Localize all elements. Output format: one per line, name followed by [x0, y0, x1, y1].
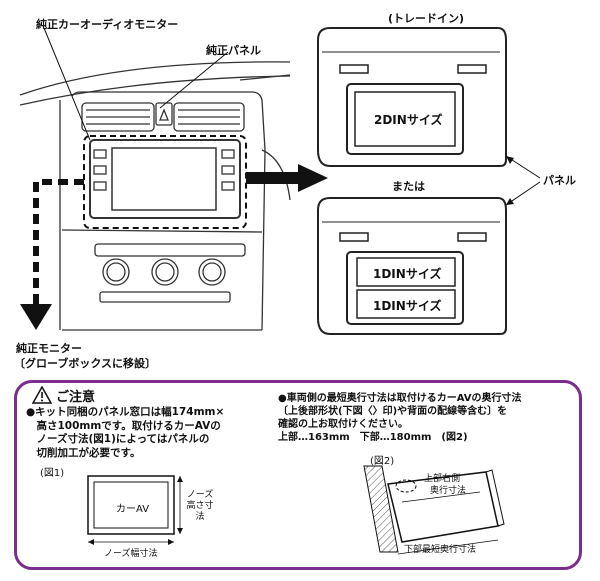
caution-right-line: ●車両側の最短奥行寸法は取付けるカーAVの奥行寸法: [278, 393, 522, 404]
fig1-height-label: ノーズ高さ寸法: [186, 490, 214, 522]
caution-box: [14, 380, 582, 570]
fig2-top-label-b: 奥行寸法: [430, 486, 467, 496]
dashboard-illustration: [19, 61, 291, 331]
fig1-width-label: ノーズ幅寸法: [104, 549, 158, 559]
fig2-top-label-a: 上部右側: [424, 474, 461, 484]
caution-right-text: ●車両側の最短奥行寸法は取付けるカーAVの奥行寸法 〔上後部形状(下図〈〉印)や…: [278, 392, 522, 444]
label-oem-panel: 純正パネル: [206, 44, 261, 57]
relocate-arrow: [33, 179, 84, 306]
label-panel: パネル: [543, 174, 576, 187]
fig1-diagram: [87, 475, 183, 545]
label-tray-type: (トレードイン): [388, 12, 465, 25]
fig2-diagram: [363, 465, 505, 555]
label-1din-top: 1DINサイズ: [373, 267, 442, 281]
fig2-caption: (図2): [370, 456, 395, 467]
caution-left-line: ●キット同梱のパネル窓口は幅174mm×: [26, 406, 225, 418]
caution-left-text: ●キット同梱のパネル窓口は幅174mm× 高さ100mmです。取付けるカーAVの…: [26, 406, 224, 460]
warning-icon: [32, 386, 52, 404]
label-1din-bottom: 1DINサイズ: [373, 299, 442, 313]
caution-right-line: 確認の上お取付けください。: [278, 419, 408, 430]
label-oem-monitor: 純正カーオーディオモニター: [36, 18, 179, 31]
fig1-caption: (図1): [40, 468, 65, 479]
caution-title: ご注意: [56, 390, 96, 405]
label-or: または: [392, 180, 425, 193]
caution-left-line: 切削加工が必要です。: [26, 446, 141, 459]
fig2-bottom-label: 下部最短奥行寸法: [404, 545, 477, 555]
caution-left-line: ノーズ寸法(図1)によってはパネルの: [26, 433, 210, 445]
installation-diagram: [19, 27, 541, 335]
panel-2din: [317, 27, 507, 167]
fig1-box-label: カーAV: [116, 504, 150, 515]
label-2din: 2DINサイズ: [374, 113, 443, 127]
panel-1din: [317, 197, 507, 335]
label-move-title: 純正モニター: [16, 342, 82, 355]
caution-right-line: 上部…163mm 下部…180mm (図2): [278, 432, 468, 443]
caution-right-line: 〔上後部形状(下図〈〉印)や背面の配線等含む〕を: [278, 406, 508, 417]
label-move-sub: 〔グローブボックスに移設〕: [14, 357, 157, 370]
caution-left-line: 高さ100mmです。取付けるカーAVの: [26, 419, 221, 432]
monitor-cutout-outline: [83, 135, 247, 229]
